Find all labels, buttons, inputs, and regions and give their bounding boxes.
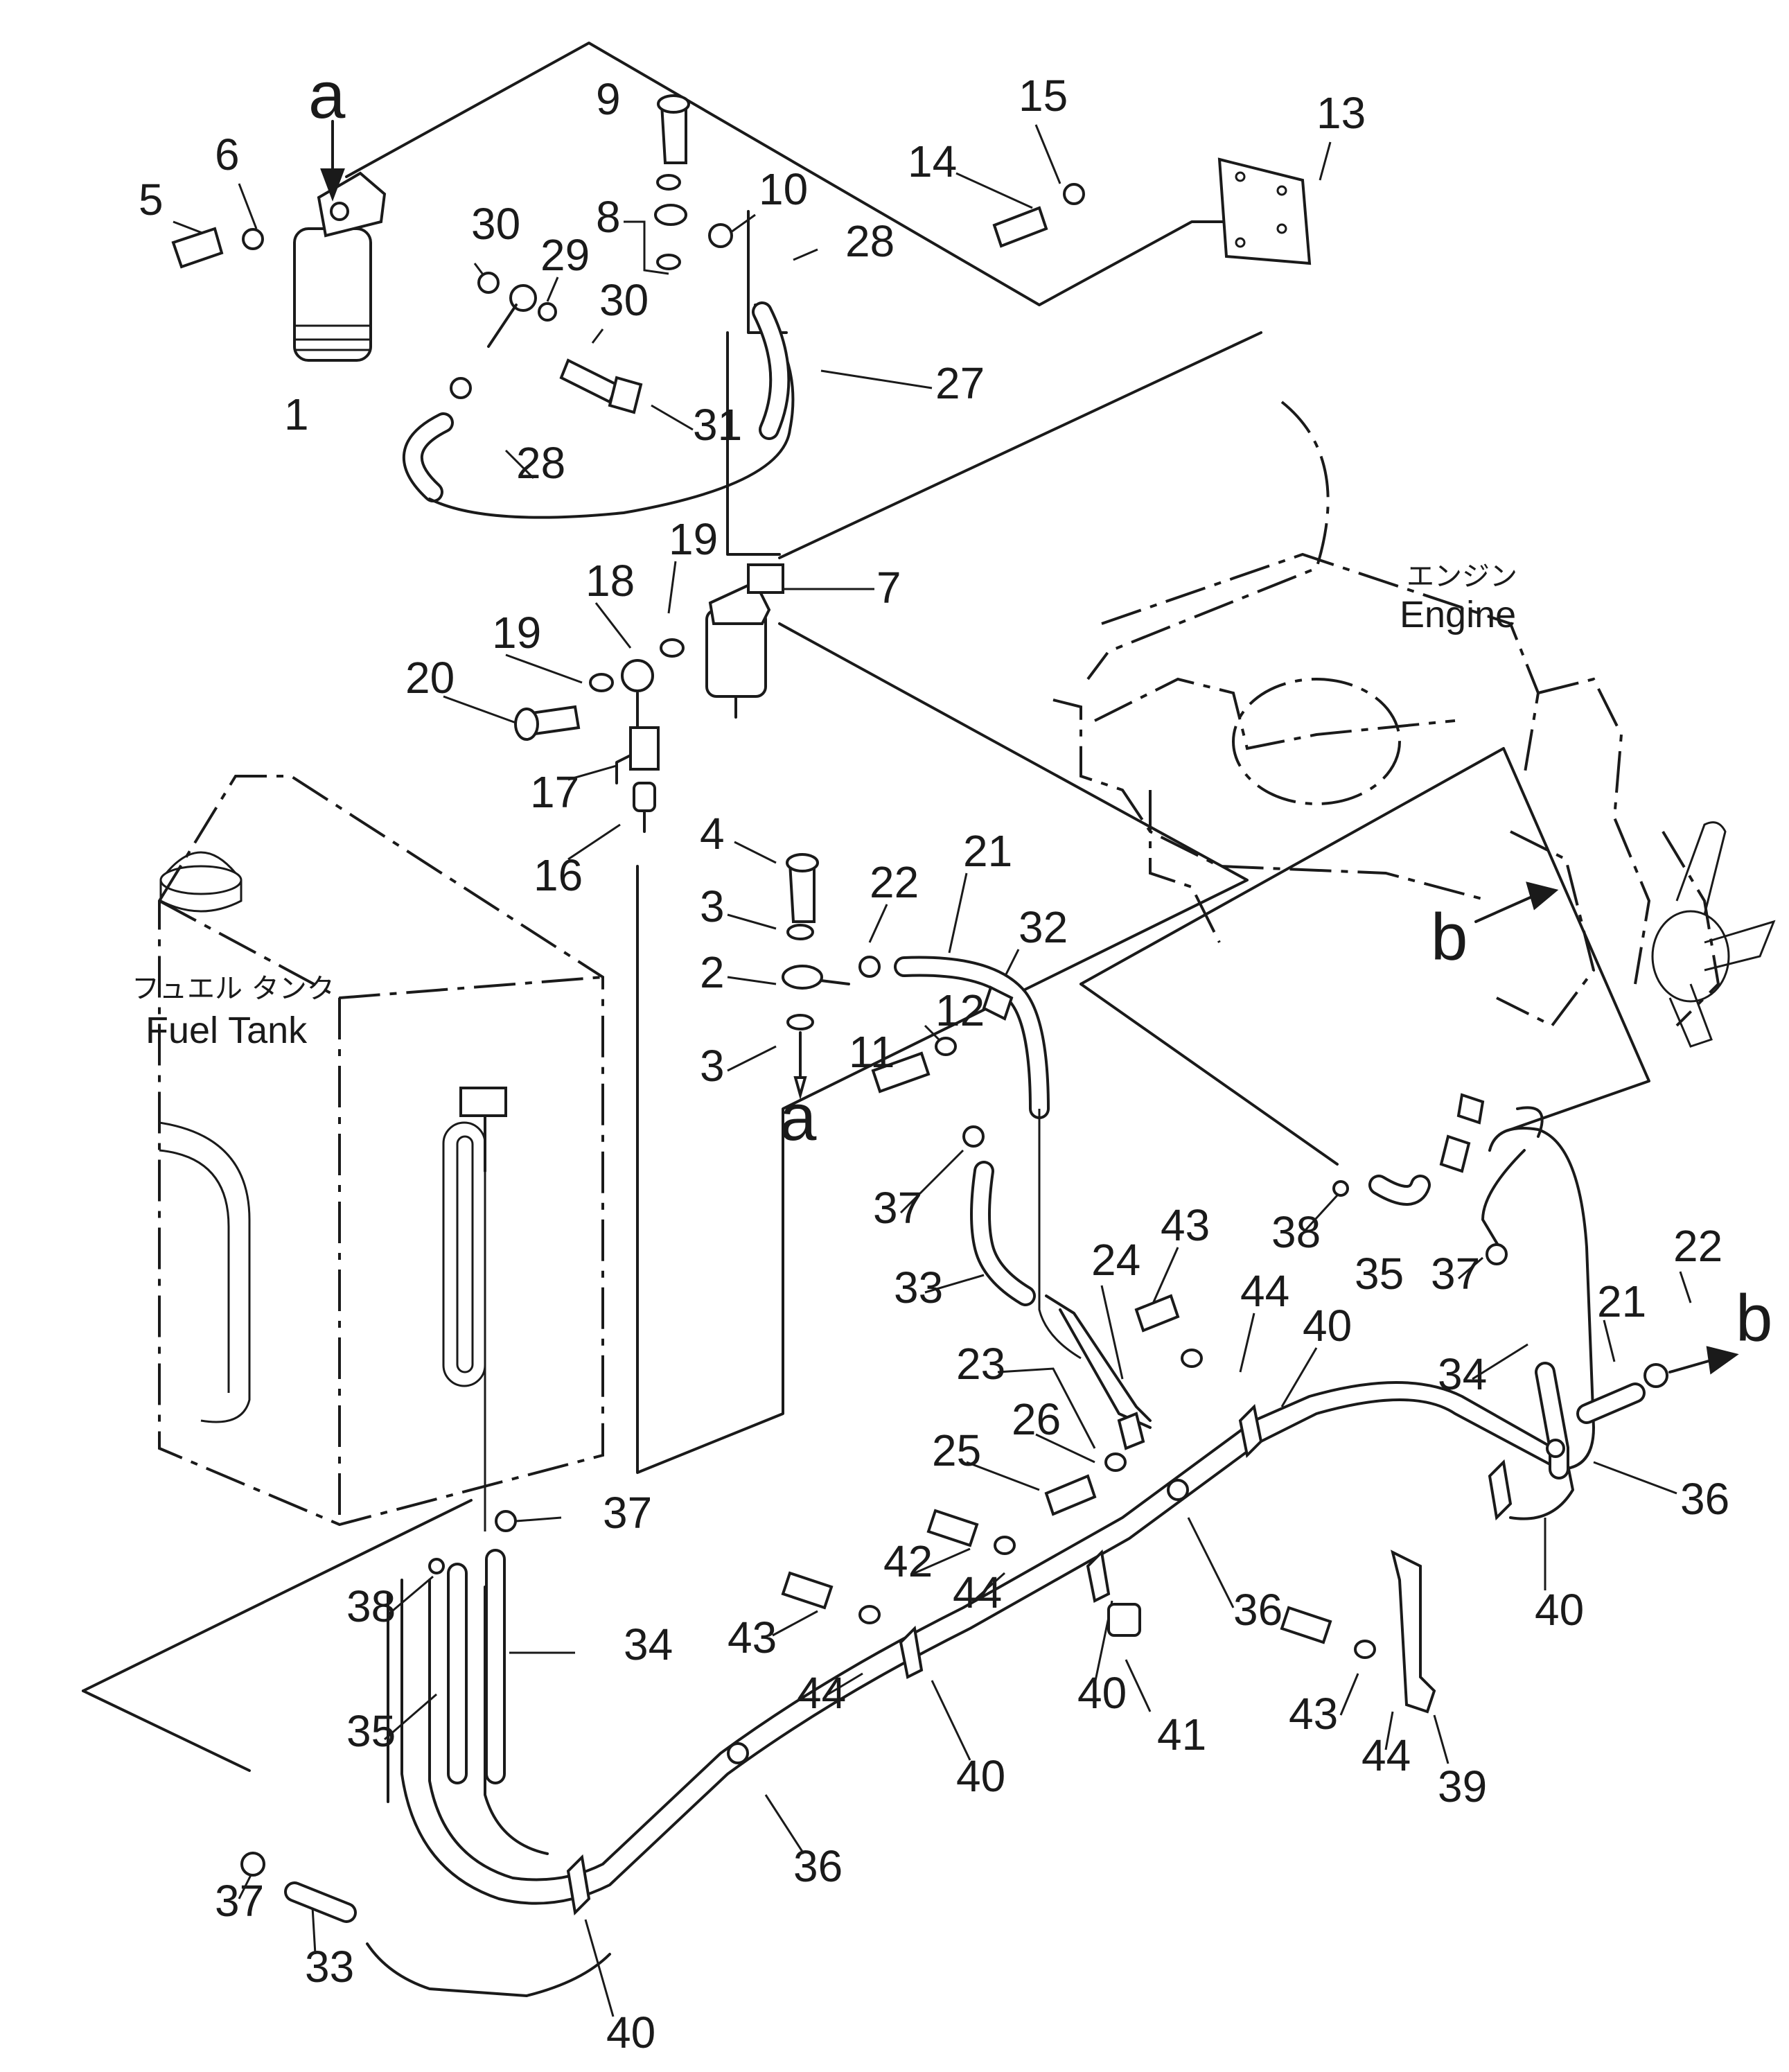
part-callout-34: 34 [1438,1349,1487,1399]
part-callout-15: 15 [1019,71,1068,121]
part-callout-18: 18 [585,556,635,606]
part-callout-24: 24 [1091,1235,1140,1285]
part-callout-33: 33 [305,1942,354,1992]
part-callout-44: 44 [797,1668,846,1718]
engine-label-en: Engine [1400,594,1516,635]
part-callout-31: 31 [693,400,742,450]
part-callout-20: 20 [405,653,455,703]
part-callout-33: 33 [894,1263,943,1312]
part-callout-17: 17 [530,767,579,817]
part-callout-38: 38 [1271,1207,1321,1257]
part-callout-34: 34 [624,1619,673,1669]
part-callout-38: 38 [346,1581,396,1631]
view-marker-b-right: b [1736,1281,1772,1355]
part-callout-41: 41 [1157,1710,1206,1759]
view-marker-b-engine: b [1431,900,1468,974]
part-callout-1: 1 [284,389,309,439]
part-callout-12: 12 [935,985,985,1035]
part-callout-27: 27 [935,358,985,408]
fuel-lines [284,301,1646,1997]
part-callout-29: 29 [540,230,590,280]
part-callout-21: 21 [963,826,1012,876]
part-callout-37: 37 [873,1183,922,1233]
part-callout-7: 7 [876,563,901,613]
part-callout-2: 2 [700,947,725,997]
part-callout-43: 43 [1289,1689,1338,1739]
part-callout-5: 5 [139,175,164,225]
part-callout-22: 22 [870,857,919,907]
parts [171,94,1668,1916]
part-callout-30: 30 [599,275,649,325]
part-callout-19: 19 [669,514,718,564]
part-callout-23: 23 [956,1339,1005,1389]
engine-outline [1052,401,1776,1048]
part-callout-44: 44 [1240,1266,1289,1316]
engine-label-jp: エンジン [1407,561,1517,592]
part-callout-10: 10 [759,164,808,214]
part-callout-40: 40 [1077,1668,1127,1718]
part-callout-36: 36 [793,1841,843,1891]
part-callout-44: 44 [953,1568,1002,1617]
part-callout-25: 25 [932,1425,981,1475]
part-callout-26: 26 [1012,1394,1061,1444]
fuel-tank-outline [158,775,604,1527]
part-callout-36: 36 [1233,1585,1283,1635]
view-marker-a-top: a [308,58,346,132]
part-callout-44: 44 [1361,1730,1411,1780]
part-callout-9: 9 [596,74,621,124]
fuel-tank-label-jp: フュエル タンク [132,973,335,1005]
part-callout-16: 16 [534,850,583,900]
part-callout-3: 3 [700,1041,725,1091]
part-callout-11: 11 [849,1027,894,1077]
assembly-labels: フュエル タンク Fuel Tank エンジン Engine [132,561,1517,1051]
part-callout-40: 40 [956,1751,1005,1801]
part-callout-35: 35 [346,1706,396,1756]
view-arrows [320,120,1739,1375]
part-callout-4: 4 [700,809,725,859]
part-callout-6: 6 [215,130,240,179]
part-callout-22: 22 [1673,1221,1722,1271]
part-callout-19: 19 [492,608,541,658]
part-callout-36: 36 [1680,1474,1729,1524]
part-callout-13: 13 [1316,88,1366,138]
part-callout-39: 39 [1438,1762,1487,1811]
fuel-tank-label-en: Fuel Tank [146,1010,308,1051]
part-callout-37: 37 [603,1488,652,1538]
part-callout-40: 40 [1303,1301,1352,1351]
part-callout-42: 42 [883,1536,933,1586]
part-callout-43: 43 [728,1613,777,1662]
part-callout-32: 32 [1019,902,1068,952]
part-callout-43: 43 [1161,1200,1210,1250]
part-callout-8: 8 [596,192,621,242]
part-callout-37: 37 [1431,1249,1480,1299]
part-callout-37: 37 [215,1876,264,1926]
part-callout-14: 14 [908,137,957,186]
part-callout-21: 21 [1597,1276,1646,1326]
part-callout-30: 30 [471,199,520,249]
part-callout-35: 35 [1355,1249,1404,1299]
part-callout-40: 40 [606,2008,655,2057]
part-callout-28: 28 [845,216,894,266]
part-callout-28: 28 [516,438,565,488]
view-marker-a-bottom: a [779,1080,817,1154]
part-callout-3: 3 [700,881,725,931]
part-callout-40: 40 [1535,1585,1584,1635]
view-marker-labels: a a b b [308,58,1772,1355]
